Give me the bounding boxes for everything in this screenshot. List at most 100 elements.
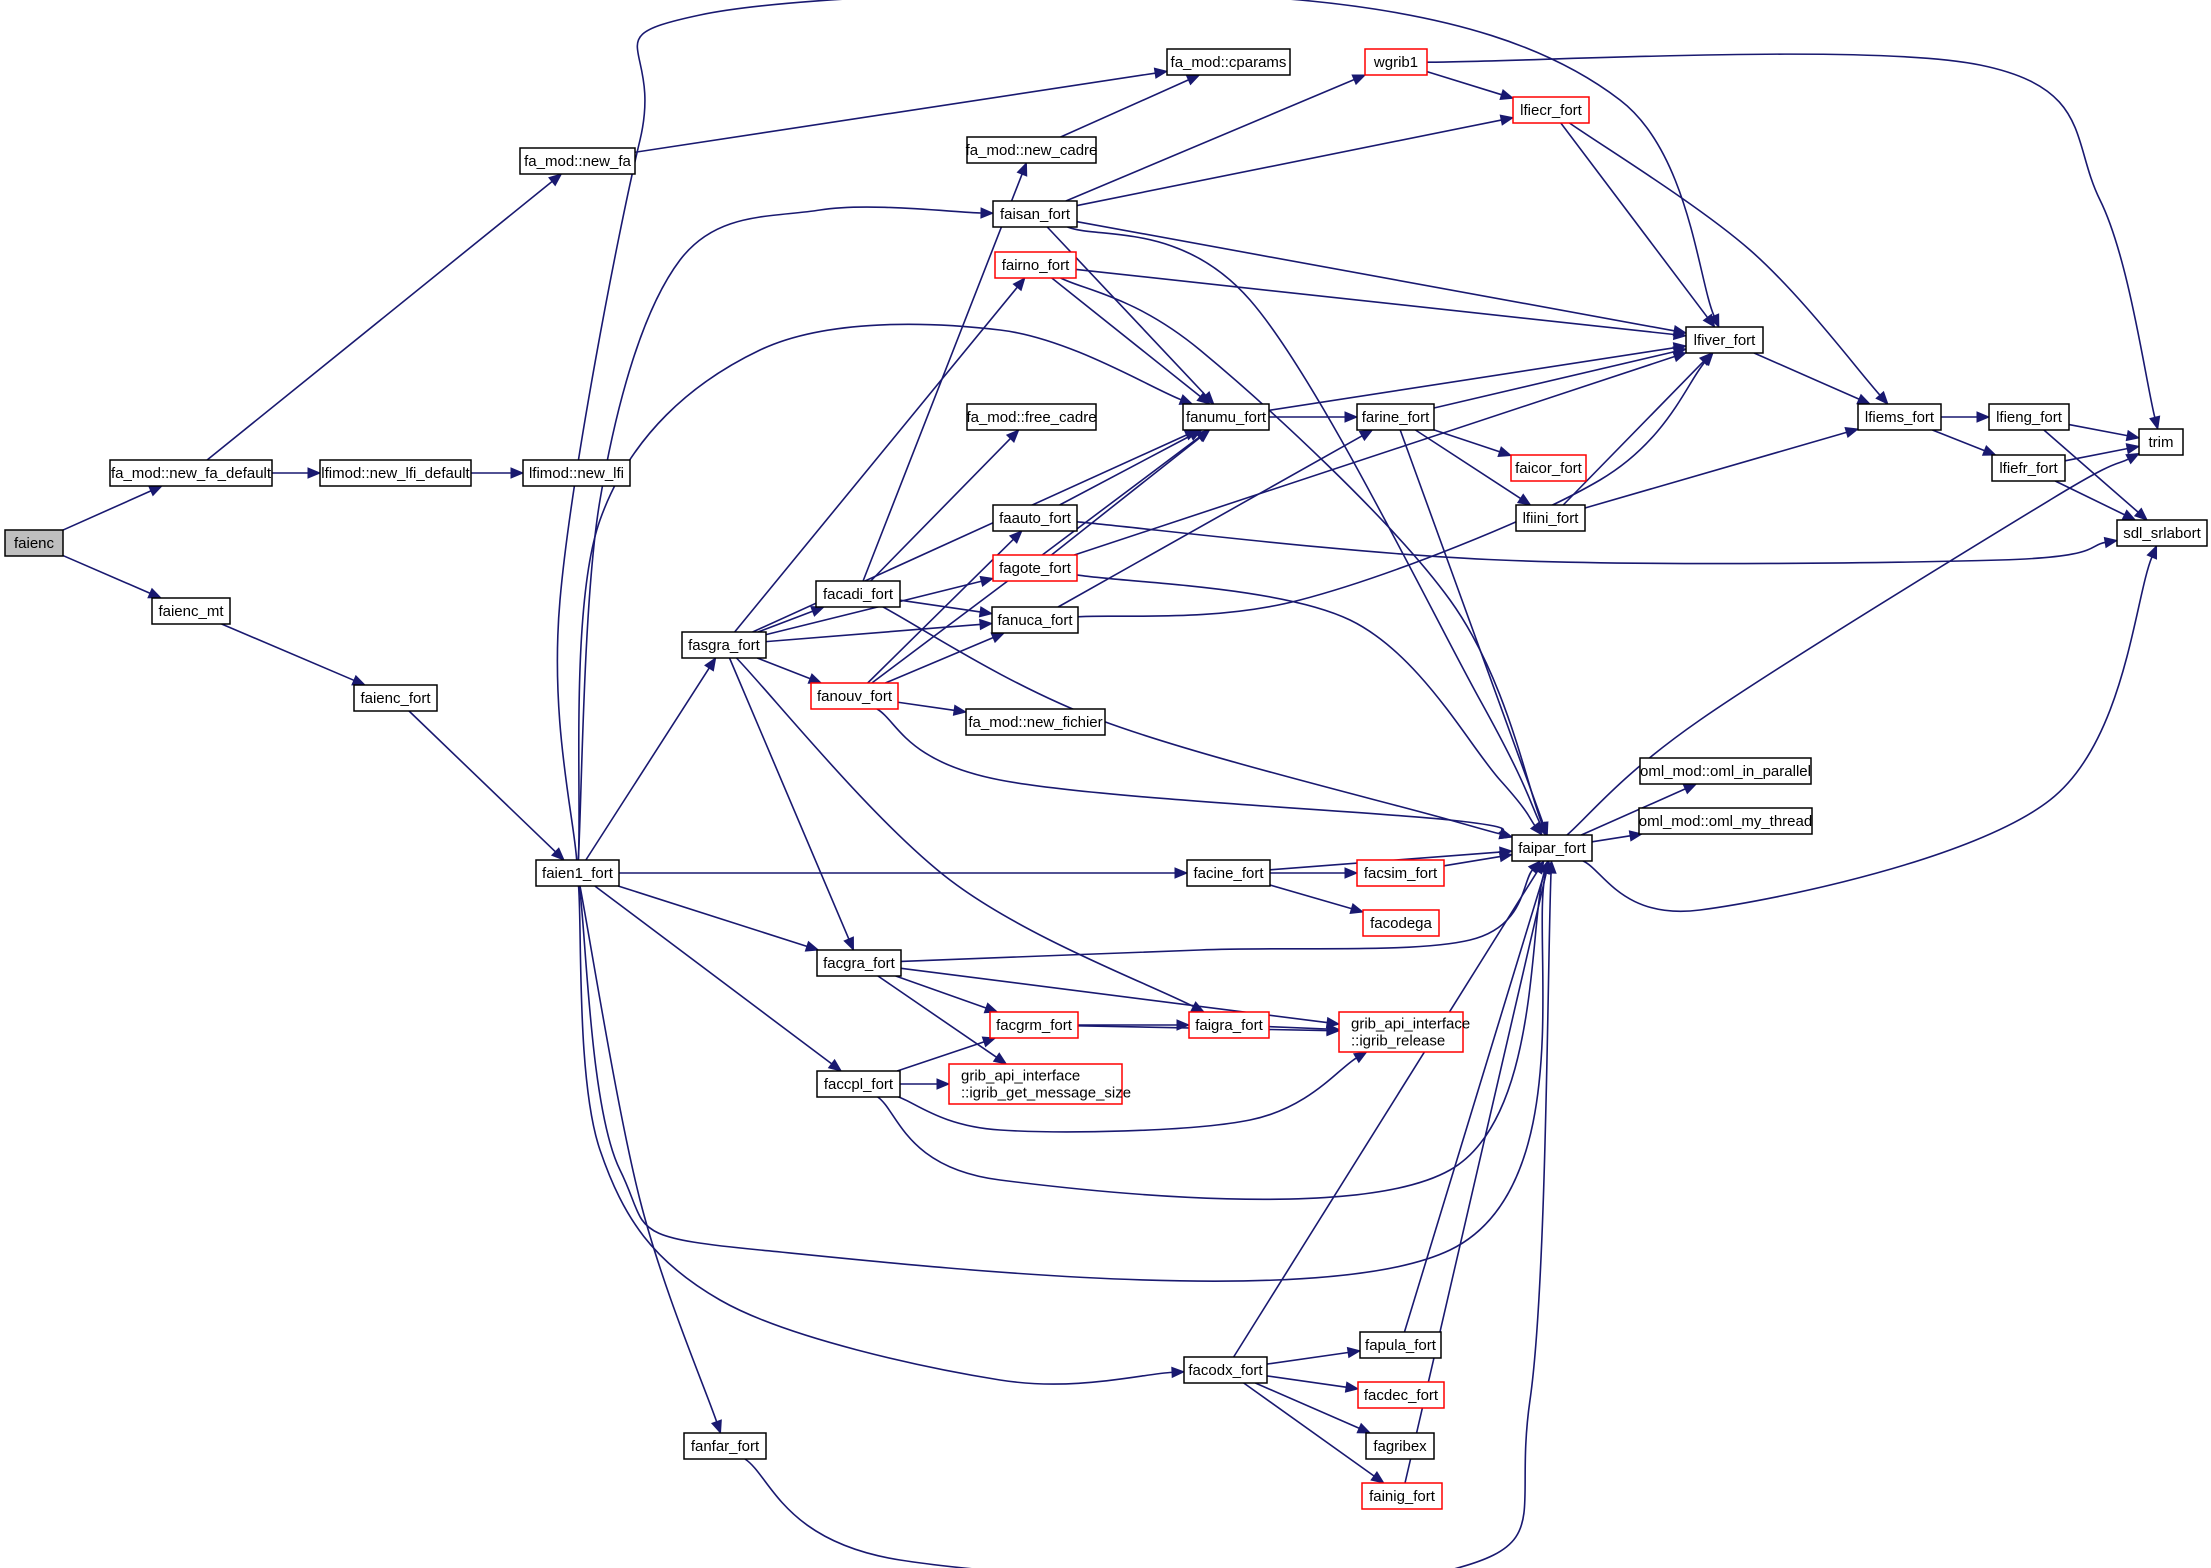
edge-faipar_fort-to-sdl_srlabort <box>1582 544 2158 913</box>
node-faisan-fort[interactable]: faisan_fort <box>992 200 1078 228</box>
node-faauto-fort[interactable]: faauto_fort <box>992 504 1078 532</box>
edge-line <box>885 636 994 684</box>
node-faienc-mt[interactable]: faienc_mt <box>151 597 231 625</box>
node-wgrib1[interactable]: wgrib1 <box>1364 48 1428 76</box>
node-faigra-fort[interactable]: faigra_fort <box>1188 1011 1270 1039</box>
arrowhead-icon <box>1008 530 1023 544</box>
node-fagribex[interactable]: fagribex <box>1365 1432 1435 1460</box>
node-facadi-fort[interactable]: facadi_fort <box>815 580 901 608</box>
node-facodega[interactable]: facodega <box>1362 909 1440 937</box>
node-box <box>810 682 899 710</box>
node-fasgra-fort[interactable]: fasgra_fort <box>681 631 767 659</box>
edge-line <box>862 173 1023 582</box>
node-label: faicor_fort <box>1515 460 1583 477</box>
node-fa-mod-new-fichier[interactable]: fa_mod::new_fichier <box>965 708 1106 736</box>
arrowhead-icon <box>1012 276 1026 292</box>
edge-fasgra_fort-to-fanouv_fort <box>756 657 823 684</box>
node-farine-fort[interactable]: farine_fort <box>1356 403 1435 431</box>
node-facgrm-fort[interactable]: facgrm_fort <box>989 1011 1079 1039</box>
node-lfiems-fort[interactable]: lfiems_fort <box>1857 403 1942 431</box>
node-faipar-fort[interactable]: faipar_fort <box>1511 834 1593 862</box>
node-fa-mod-new-cadre[interactable]: fa_mod::new_cadre <box>966 136 1098 164</box>
edge-line <box>2043 429 2139 513</box>
node-igrib-release[interactable]: grib_api_interface::igrib_release <box>1338 1011 1470 1053</box>
edge-line <box>1076 119 1502 207</box>
edge-line <box>578 872 1547 1282</box>
edge-faien1_fort-to-facodx_fort <box>577 885 1186 1385</box>
node-fa-mod-cparams[interactable]: fa_mod::cparams <box>1166 48 1291 76</box>
edge-faienc-to-faienc_mt <box>62 554 163 599</box>
node-oml-my-thread[interactable]: oml_mod::oml_my_thread <box>1638 807 1813 835</box>
node-box <box>4 529 64 557</box>
node-label: lfimod::new_lfi_default <box>321 465 470 482</box>
node-box <box>1988 403 2070 431</box>
node-oml-in-parallel[interactable]: oml_mod::oml_in_parallel <box>1639 757 1812 785</box>
edge-line <box>2068 423 2128 437</box>
node-faienc-fort[interactable]: faienc_fort <box>353 684 438 712</box>
node-box <box>1515 504 1586 532</box>
edge-faien1_fort-to-fanfar_fort <box>579 885 722 1435</box>
node-fanuca-fort[interactable]: fanuca_fort <box>991 606 1079 634</box>
node-fa-mod-free-cadre[interactable]: fa_mod::free_cadre <box>966 403 1097 431</box>
arrowhead-icon <box>843 936 854 952</box>
node-lfiver-fort[interactable]: lfiver_fort <box>1685 326 1764 354</box>
edge-faien1_fort-to-lfiver_fort <box>556 0 1720 861</box>
arrowhead-icon <box>1016 161 1028 177</box>
node-lfimod-new-lfi-default[interactable]: lfimod::new_lfi_default <box>319 459 472 487</box>
arrowhead-icon <box>810 606 826 617</box>
arrowhead-icon <box>2133 507 2149 521</box>
node-facsim-fort[interactable]: facsim_fort <box>1356 859 1445 887</box>
node-box <box>992 200 1078 228</box>
arrowhead-icon <box>710 1419 722 1435</box>
node-faccpl-fort[interactable]: faccpl_fort <box>816 1070 901 1098</box>
node-lfiini-fort[interactable]: lfiini_fort <box>1515 504 1586 532</box>
edge-line <box>765 623 981 643</box>
node-label: facgrm_fort <box>996 1017 1073 1034</box>
node-lfimod-new-lfi[interactable]: lfimod::new_lfi <box>522 459 631 487</box>
node-label: faienc <box>14 535 55 552</box>
node-lfiefr-fort[interactable]: lfiefr_fort <box>1991 454 2066 482</box>
arrowhead-icon <box>1672 328 1688 341</box>
node-fapula-fort[interactable]: fapula_fort <box>1359 1331 1442 1359</box>
node-fagote-fort[interactable]: fagote_fort <box>992 554 1078 582</box>
node-fanumu-fort[interactable]: fanumu_fort <box>1182 403 1270 431</box>
edge-line <box>408 710 556 853</box>
node-box <box>1183 1356 1268 1384</box>
arrowhead-icon <box>1844 426 1860 439</box>
arrowhead-icon <box>1875 390 1889 405</box>
edge-line <box>1074 355 1675 556</box>
arrowhead-icon <box>1702 313 1716 329</box>
edge-line <box>877 872 1546 1201</box>
arrowhead-icon <box>351 674 367 686</box>
node-box <box>1364 48 1428 76</box>
node-facdec-fort[interactable]: facdec_fort <box>1357 1381 1445 1409</box>
node-facine-fort[interactable]: facine_fort <box>1186 859 1271 887</box>
node-faien1-fort[interactable]: faien1_fort <box>535 859 620 887</box>
node-box <box>522 459 631 487</box>
edge-fanouv_fort-to-faauto_fort <box>867 530 1023 684</box>
node-lfiecr-fort[interactable]: lfiecr_fort <box>1512 96 1590 124</box>
node-trim[interactable]: trim <box>2138 428 2184 456</box>
node-fa-mod-new-fa[interactable]: fa_mod::new_fa <box>519 147 636 175</box>
node-label: grib_api_interface <box>961 1068 1080 1085</box>
edge-line <box>1067 226 1542 825</box>
node-box <box>1357 1381 1445 1409</box>
node-sdl-srlabort[interactable]: sdl_srlabort <box>2116 519 2208 547</box>
node-faicor-fort[interactable]: faicor_fort <box>1510 454 1587 482</box>
node-facgra-fort[interactable]: facgra_fort <box>816 949 902 977</box>
node-fainig-fort[interactable]: fainig_fort <box>1361 1482 1443 1510</box>
arrowhead-icon <box>1171 1366 1186 1379</box>
edge-facadi_fort-to-fa_mod_free_cadre <box>870 429 1020 582</box>
node-facodx-fort[interactable]: facodx_fort <box>1183 1356 1268 1384</box>
node-fanouv-fort[interactable]: fanouv_fort <box>810 682 899 710</box>
node-label: facsim_fort <box>1364 865 1438 882</box>
edge-facodx_fort-to-fagribex <box>1255 1382 1372 1434</box>
node-igrib-get-message-size[interactable]: grib_api_interface::igrib_get_message_si… <box>948 1063 1131 1105</box>
edge-line <box>1060 79 1189 138</box>
node-fairno-fort[interactable]: fairno_fort <box>994 251 1077 279</box>
node-fanfar-fort[interactable]: fanfar_fort <box>683 1432 767 1460</box>
edge-line <box>556 0 1715 861</box>
node-faienc[interactable]: faienc <box>4 529 64 557</box>
node-fa-mod-new-fa-default[interactable]: fa_mod::new_fa_default <box>109 459 273 487</box>
node-lfieng-fort[interactable]: lfieng_fort <box>1988 403 2070 431</box>
